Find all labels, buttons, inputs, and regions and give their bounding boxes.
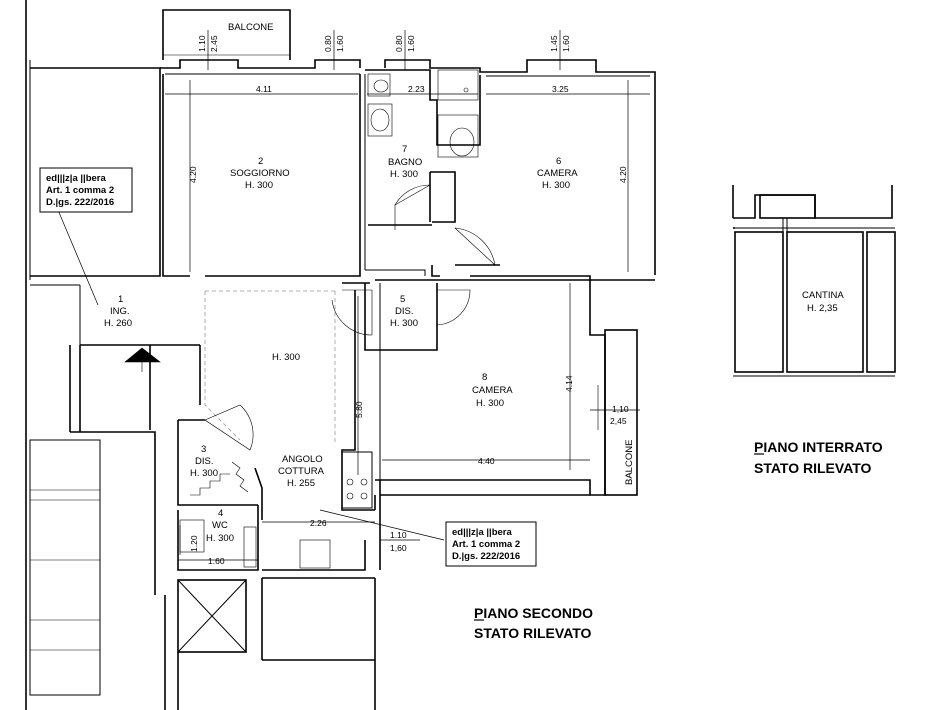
cantina-name: CANTINA (802, 290, 844, 301)
dis5-height: H. 300 (390, 318, 418, 329)
piano-interrato-title: PIANO INTERRATO (754, 439, 883, 455)
piano-secondo-subtitle: STATO RILEVATO (474, 625, 592, 641)
balcone-top-label: BALCONE (228, 22, 273, 33)
note1-line2: Art. 1 comma 2 (46, 185, 114, 196)
dim-win3-a: 0.80 (394, 35, 404, 52)
soggiorno-height: H. 300 (245, 180, 273, 191)
dim-bagno-width: 2.23 (408, 84, 425, 94)
soggiorno-name: SOGGIORNO (230, 168, 290, 179)
camera8-height: H. 300 (476, 398, 504, 409)
cottura-line2: COTTURA (278, 466, 325, 477)
basement-plan (732, 185, 896, 377)
central-height: H. 300 (272, 352, 300, 363)
camera6-height: H. 300 (542, 180, 570, 191)
note1-line3: D.|gs. 222/2016 (46, 197, 114, 208)
dim-wc-height: 1.20 (189, 535, 199, 552)
dis3-name: DIS. (195, 456, 213, 467)
note2-line1: ed|||z|a ||bera (452, 527, 512, 538)
cottura-height: H. 255 (287, 478, 315, 489)
dim-win1-a: 1.10 (197, 35, 207, 52)
wc-number: 4 (218, 508, 223, 519)
ingresso-height: H. 260 (104, 318, 132, 329)
dim-win4-a: 1.45 (549, 35, 559, 52)
note2-line2: Art. 1 comma 2 (452, 539, 520, 550)
ingresso-number: 1 (118, 294, 123, 305)
dim-wc-width: 1.60 (208, 556, 225, 566)
walls (25, 0, 656, 710)
camera6-number: 6 (556, 156, 561, 167)
ingresso-name: ING. (110, 306, 130, 317)
dim-win1-b: 2.45 (209, 35, 219, 52)
cantina-height: H. 2,35 (807, 303, 838, 314)
bagno-name: BAGNO (388, 157, 422, 168)
dim-central-height: 5.80 (354, 401, 364, 418)
dim-side-win-b: 2,45 (610, 416, 627, 426)
note2-line3: D.|gs. 222/2016 (452, 551, 520, 562)
note1-line1: ed|||z|a ||bera (46, 173, 106, 184)
camera8-number: 8 (482, 372, 487, 383)
wc-height: H. 300 (206, 533, 234, 544)
bagno-number: 7 (402, 144, 407, 155)
dim-side-win-a: 1,10 (612, 404, 629, 414)
balcone-side-label: BALCONE (624, 440, 635, 485)
dim-soggiorno-height: 4.20 (188, 166, 198, 183)
dim-cottura-width: 2.26 (310, 518, 327, 528)
dim-camera6-height: 4.20 (618, 166, 628, 183)
dim-win2-a: 0.80 (323, 35, 333, 52)
cottura-line1: ANGOLO (282, 454, 323, 465)
dim-camera8-width: 4.40 (478, 456, 495, 466)
note-box-1 (39, 167, 133, 213)
dim-door-a: 1.10 (390, 530, 407, 540)
dimension-lines (57, 30, 650, 561)
soggiorno-number: 2 (258, 156, 263, 167)
camera6-name: CAMERA (537, 168, 578, 179)
dim-camera6-width: 3.25 (552, 84, 569, 94)
dis5-name: DIS. (395, 306, 413, 317)
piano-secondo-title: PIANO SECONDO (474, 605, 593, 621)
dis3-number: 3 (201, 444, 206, 455)
dim-camera8-height: 4.14 (564, 375, 574, 392)
dim-win4-b: 1.60 (561, 35, 571, 52)
dis5-number: 5 (400, 294, 405, 305)
dim-win2-b: 1.60 (335, 35, 345, 52)
camera8-name: CAMERA (472, 385, 513, 396)
piano-interrato-subtitle: STATO RILEVATO (754, 460, 872, 476)
dis3-height: H. 300 (190, 468, 218, 479)
dim-soggiorno-width: 4.11 (256, 84, 272, 94)
wc-name: WC (212, 520, 228, 531)
dim-door-b: 1,60 (390, 543, 407, 553)
bagno-height: H. 300 (390, 169, 418, 180)
dim-win3-b: 1.60 (406, 35, 416, 52)
note-box-2 (445, 521, 537, 567)
